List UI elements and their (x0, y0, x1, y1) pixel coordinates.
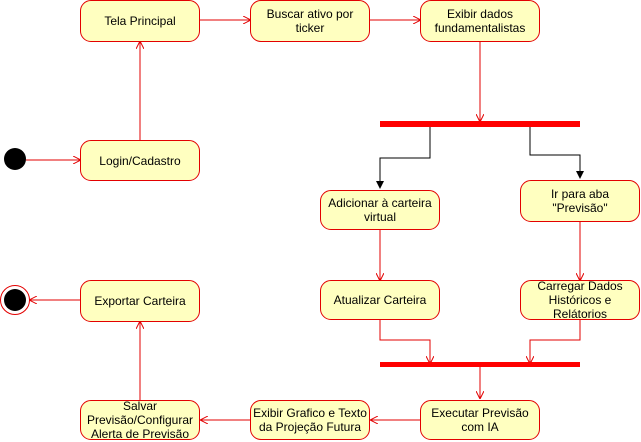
activity-atualizar: Atualizar Carteira (320, 280, 440, 320)
edge-atualizar-to-join (379, 320, 430, 363)
activity-adicionar-carteira: Adicionar à carteira virtual (320, 190, 440, 230)
activity-salvar: Salvar Previsão/Configurar Alerta de Pre… (80, 399, 200, 441)
final-node (0, 285, 30, 315)
activity-login: Login/Cadastro (80, 140, 200, 181)
initial-node (4, 148, 26, 170)
fork-bar (380, 121, 580, 127)
edge-fork-to-irprevisao (529, 127, 584, 179)
activity-ir-previsao: Ir para aba "Previsão" (520, 180, 640, 222)
activity-tela-principal: Tela Principal (80, 0, 200, 42)
activity-exibir-grafico: Exibir Grafico e Texto da Projeção Futur… (250, 400, 370, 440)
join-bar (380, 362, 580, 367)
activity-executar: Executar Previsão com IA (420, 400, 540, 440)
activity-buscar-ativo: Buscar ativo por ticker (250, 0, 370, 42)
edge-fork-to-adicionar (376, 127, 431, 189)
activity-exibir-dados: Exibir dados fundamentalistas (420, 0, 540, 42)
activity-exportar: Exportar Carteira (80, 280, 200, 322)
activity-carregar: Carregar Dados Históricos e Relátorios (520, 279, 640, 321)
edge-carregar-to-join (530, 320, 581, 363)
